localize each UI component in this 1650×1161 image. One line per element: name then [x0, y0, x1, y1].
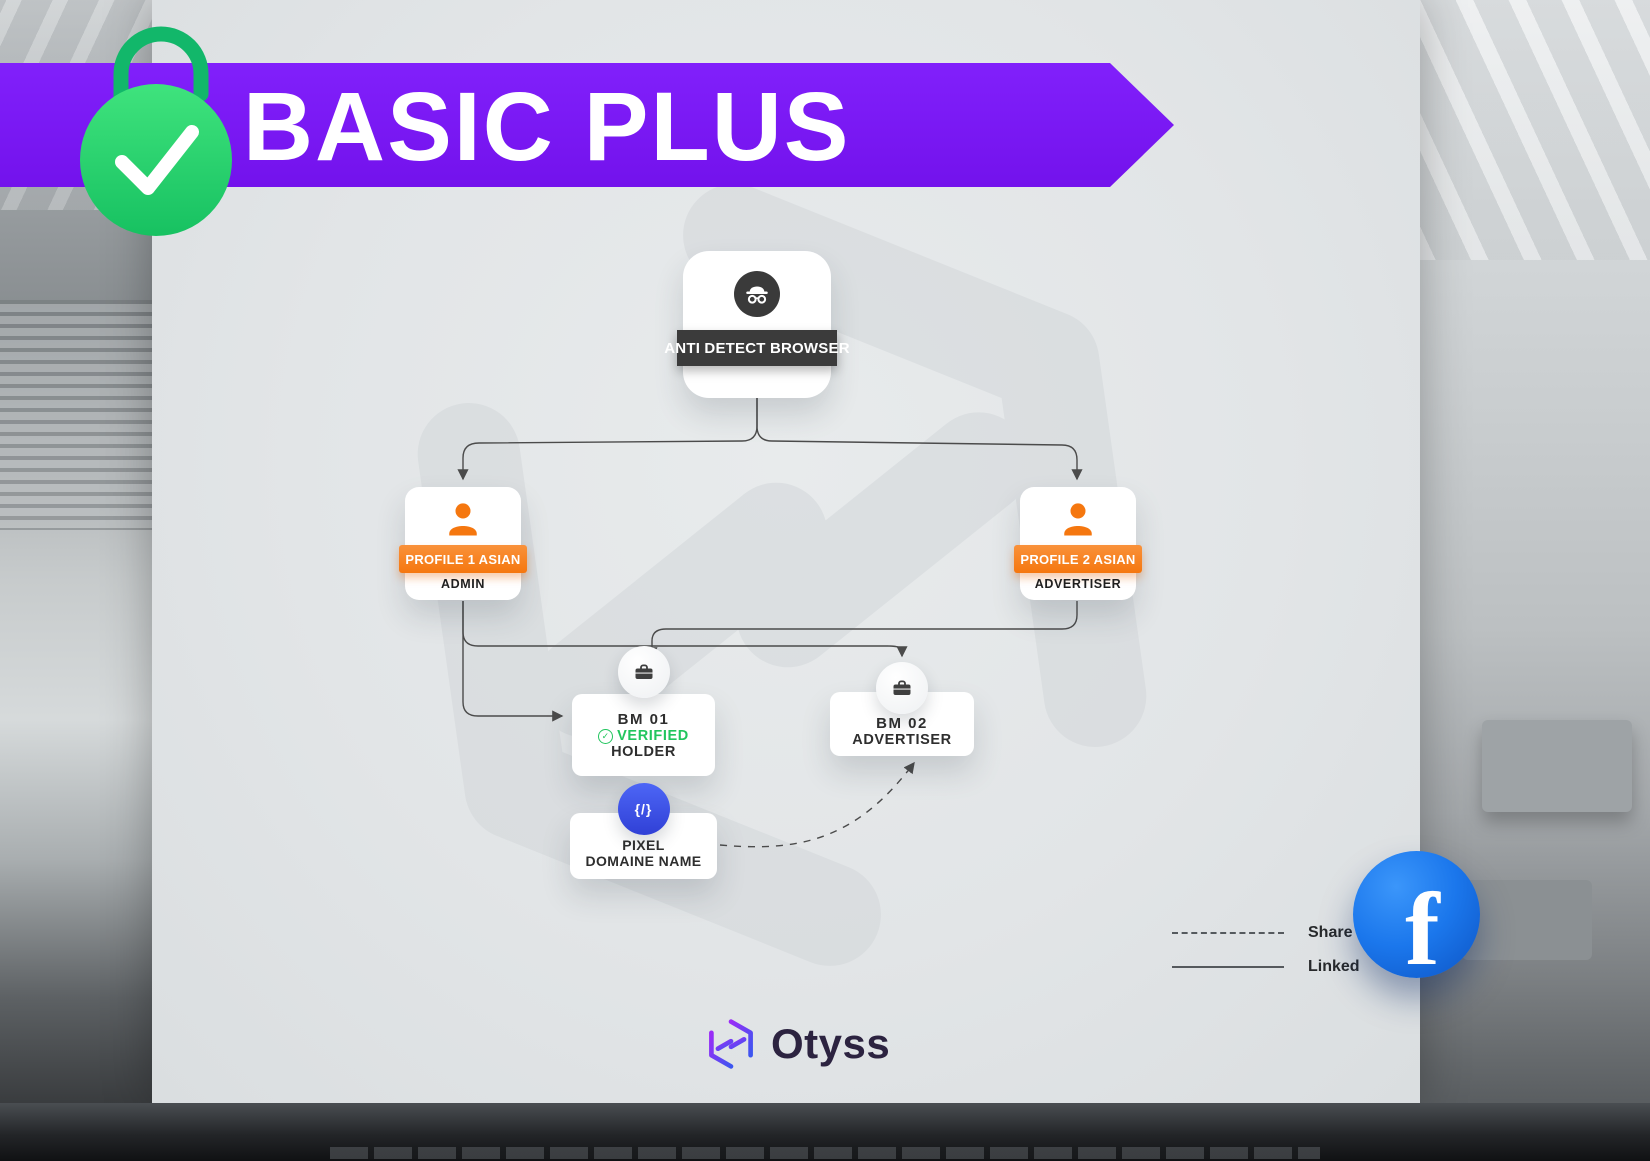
bm01-subtitle: HOLDER [611, 744, 676, 760]
pixel-title: PIXEL [622, 837, 665, 853]
bm01-verified-line: ✓ VERIFIED [572, 728, 715, 744]
otyss-logo-icon [709, 1019, 753, 1069]
node-pixel-domain: {/} PIXEL DOMAINE NAME [570, 783, 717, 879]
profile1-role: ADMIN [441, 577, 485, 591]
padlock-shackle-icon [113, 26, 209, 132]
facebook-f-glyph: f [1405, 872, 1440, 978]
node-profile-2: PROFILE 2 ASIAN ADVERTISER [1014, 487, 1142, 600]
person-icon [449, 503, 477, 536]
checkmark-icon [115, 125, 199, 195]
background-photo-right [1418, 0, 1650, 1161]
legend-row-linked: Linked [1172, 950, 1360, 984]
ceiling-beams-right [1418, 0, 1650, 260]
thumbnail-strip [330, 1147, 1320, 1159]
legend: Share Linked [1172, 916, 1360, 984]
legend-linked-label: Linked [1308, 958, 1360, 975]
brand-footer: Otyss [703, 1016, 890, 1072]
node-bm01: BM 01 ✓ VERIFIED HOLDER [572, 646, 715, 776]
profile2-banner: PROFILE 2 ASIAN [1014, 545, 1142, 573]
solid-line-sample [1172, 966, 1284, 968]
legend-row-share: Share [1172, 916, 1360, 950]
bm01-verified-label: VERIFIED [617, 728, 689, 744]
code-icon: {/} [617, 783, 670, 835]
background-photo-bottom [0, 1103, 1650, 1161]
node-bm02: BM 02 ADVERTISER [830, 662, 974, 756]
profile1-banner: PROFILE 1 ASIAN [399, 545, 527, 573]
code-glyph: {/} [634, 801, 653, 817]
bm02-subtitle: ADVERTISER [852, 732, 952, 748]
profile2-role: ADVERTISER [1034, 577, 1122, 591]
node-anti-detect-browser: ANTI DETECT BROWSER [664, 251, 850, 398]
plan-title: BASIC PLUS [243, 72, 851, 181]
verified-check-icon: ✓ [598, 728, 614, 744]
unlocked-check-badge [76, 14, 246, 239]
bm02-title: BM 02 [876, 715, 928, 732]
bm01-title: BM 01 [617, 711, 670, 728]
desk-monitor [1482, 720, 1632, 812]
desk-monitor-2 [1462, 880, 1592, 960]
brand-name: Otyss [771, 1020, 891, 1067]
node-profile-1: PROFILE 1 ASIAN ADMIN [399, 487, 527, 600]
legend-share-label: Share [1308, 924, 1353, 941]
facebook-icon: f [1353, 851, 1480, 978]
briefcase-icon [617, 646, 670, 698]
pixel-subtitle: DOMAINE NAME [585, 853, 702, 869]
briefcase-icon [876, 662, 928, 714]
incognito-icon [734, 271, 780, 317]
dashed-line-sample [1172, 932, 1284, 934]
window-blinds [0, 300, 152, 530]
browser-label: ANTI DETECT BROWSER [664, 330, 850, 366]
person-icon [1064, 503, 1092, 536]
